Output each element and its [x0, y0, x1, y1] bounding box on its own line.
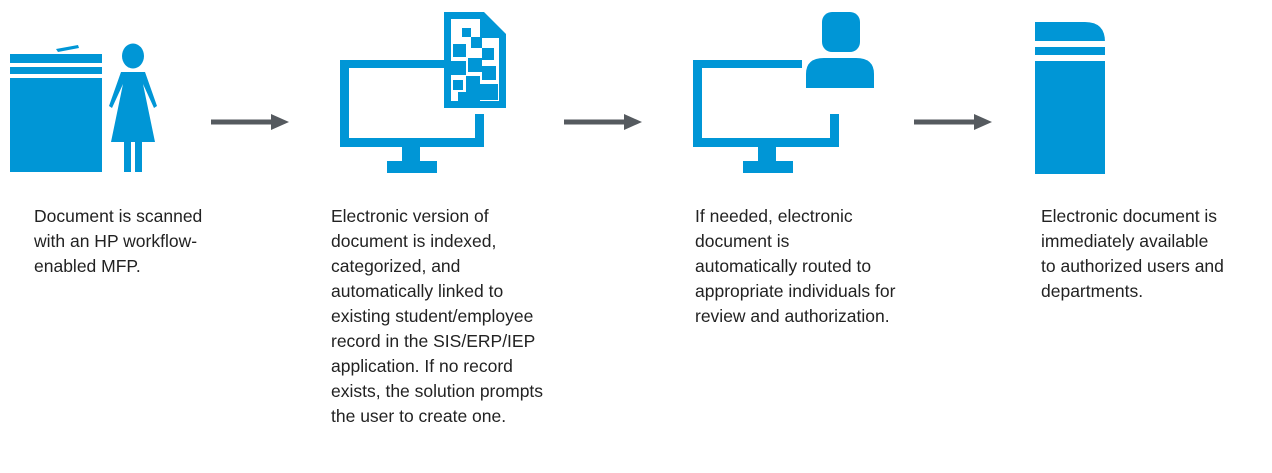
arrow-right-icon [564, 114, 642, 130]
mfp-and-person-icon [10, 43, 157, 172]
arrow-right-icon [914, 114, 992, 130]
arrow-right-icon [211, 114, 289, 130]
step-3-caption: If needed, electronic document is automa… [695, 206, 896, 326]
step-1-caption: Document is scanned with an HP workflow-… [34, 206, 203, 276]
monitor-with-document-icon [340, 12, 506, 173]
monitor-with-user-icon [693, 12, 874, 173]
server-icon [1035, 22, 1105, 174]
step-2-caption: Electronic version of document is indexe… [331, 206, 544, 426]
step-4-caption: Electronic document is immediately avail… [1041, 206, 1224, 301]
